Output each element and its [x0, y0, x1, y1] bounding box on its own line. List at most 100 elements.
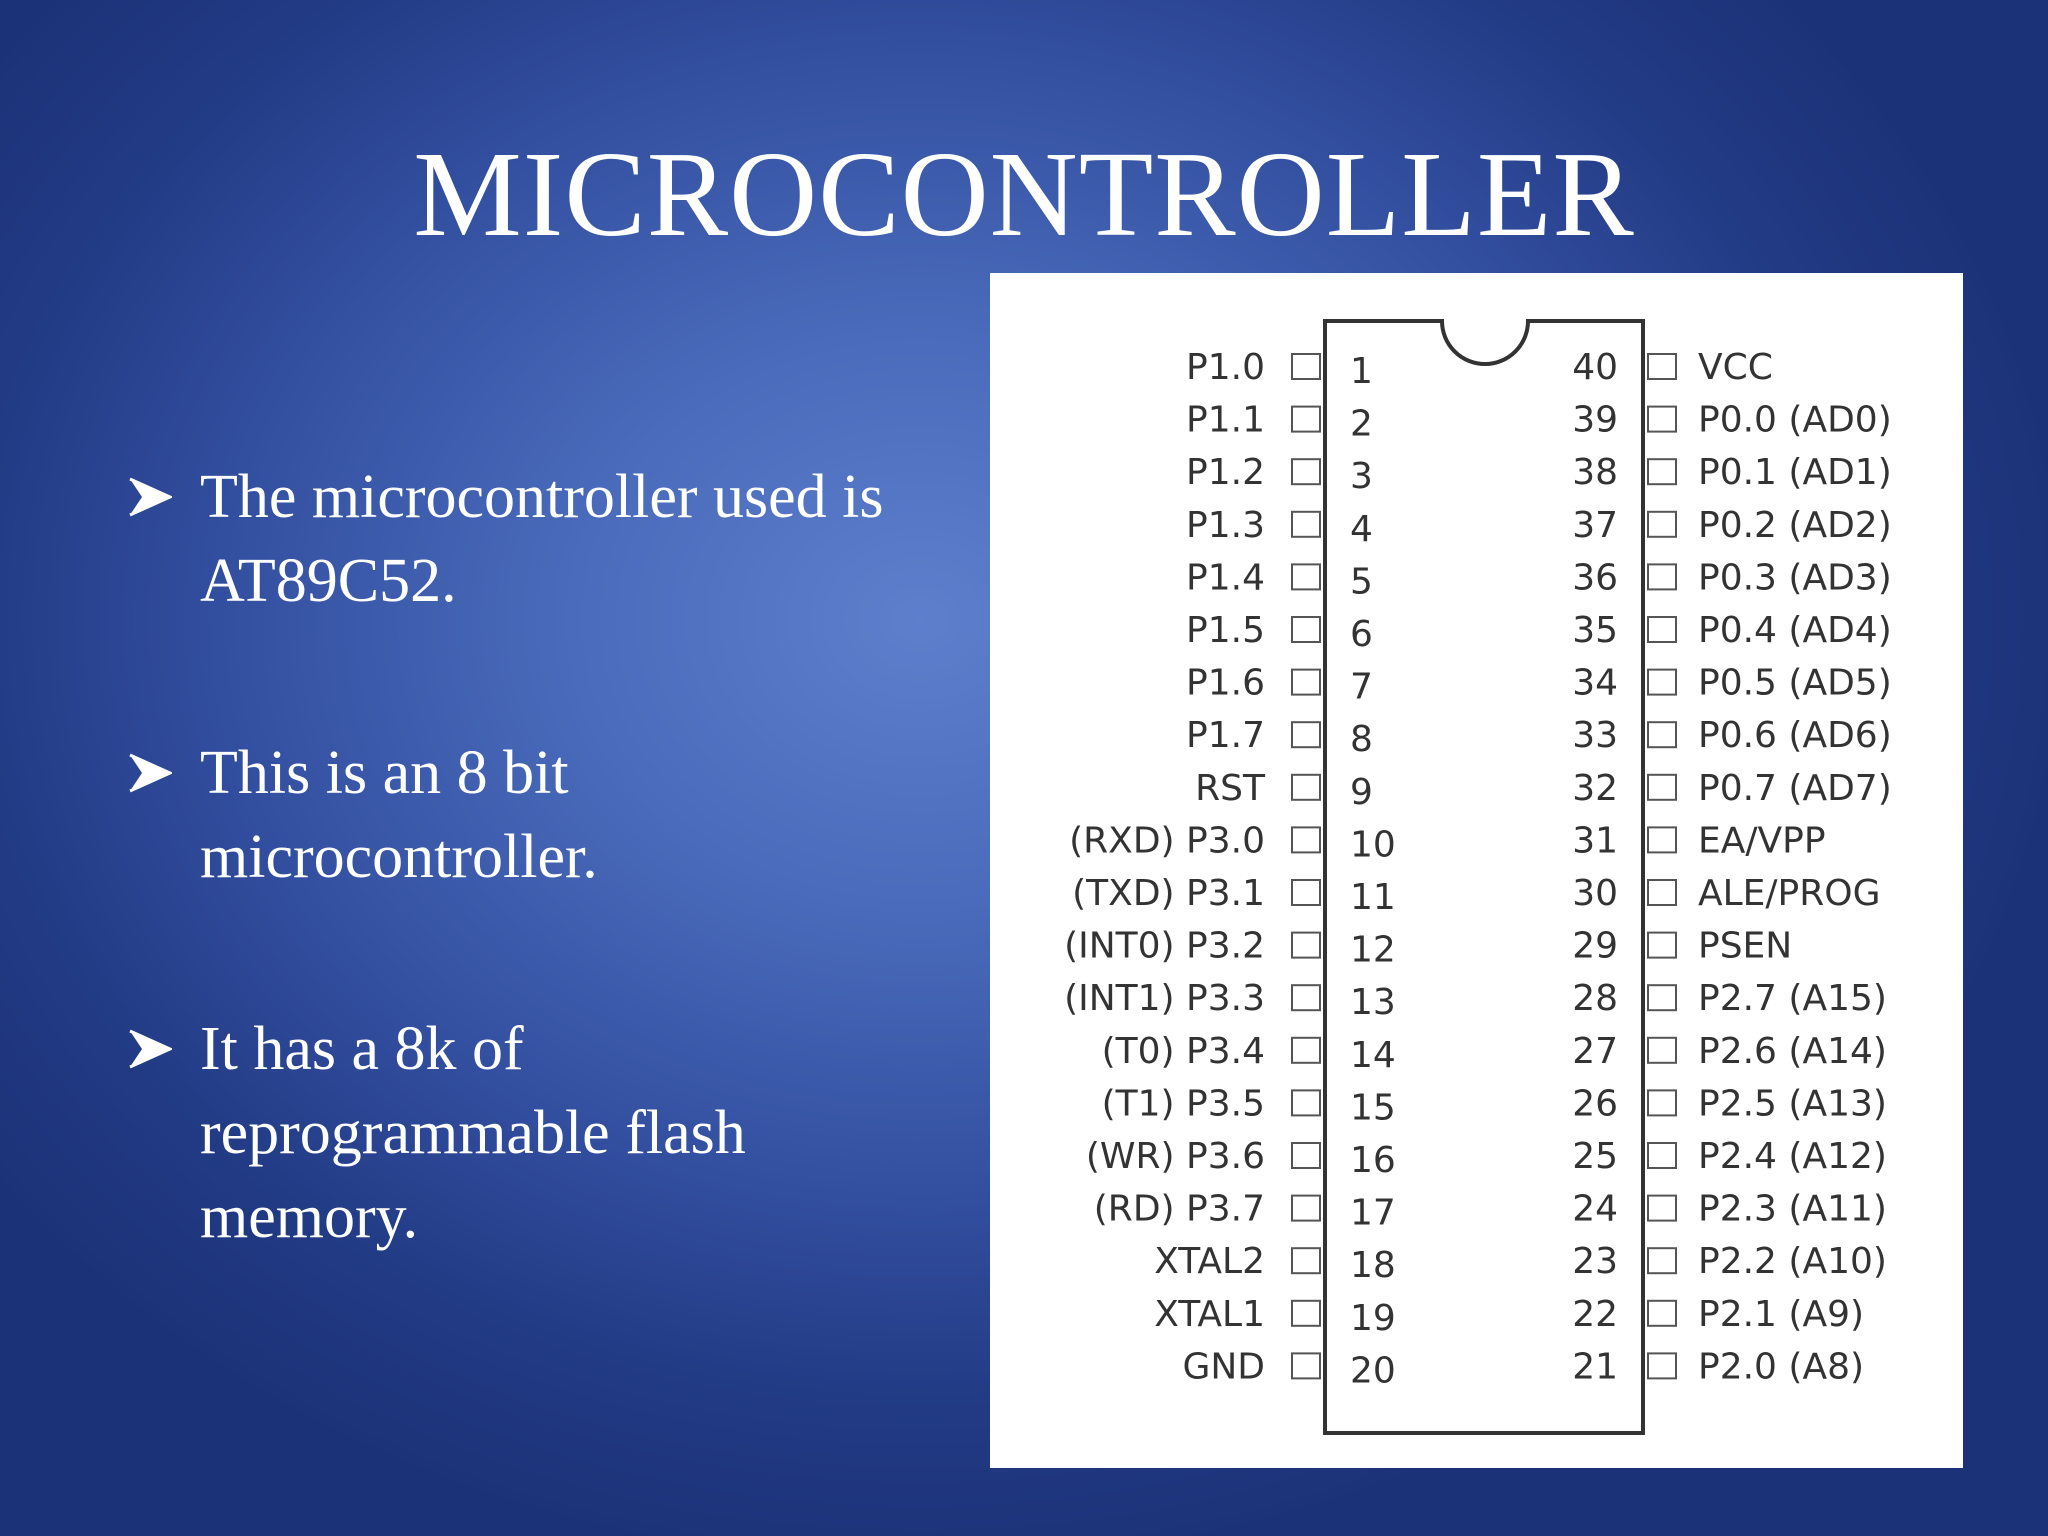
pin-pad-right: [1647, 1142, 1677, 1169]
pin-number-right: 34: [1572, 663, 1618, 704]
pin-number-left: 13: [1350, 982, 1396, 1023]
pin-number-left: 6: [1350, 614, 1373, 655]
chip-body: [1323, 319, 1645, 1435]
pin-pad-right: [1647, 1247, 1677, 1275]
pin-label-right: P0.3 (AD3): [1698, 557, 1892, 598]
pin-number-right: 29: [1572, 926, 1618, 967]
pin-number-left: 3: [1350, 456, 1373, 497]
pin-label-right: P2.2 (A10): [1698, 1241, 1887, 1282]
bullet-list: The microcontroller used is AT89C52. Thi…: [128, 455, 928, 1367]
pin-label-right: P2.4 (A12): [1698, 1136, 1887, 1177]
pin-number-left: 1: [1350, 351, 1373, 392]
pin-pad-left: [1291, 1036, 1321, 1064]
pin-number-left: 15: [1350, 1087, 1396, 1128]
pin-label-left: (INT1) P3.3: [1064, 978, 1265, 1019]
pin-pad-left: [1291, 405, 1321, 433]
pin-pad-right: [1647, 1194, 1677, 1222]
pin-label-right: P0.7 (AD7): [1698, 768, 1892, 809]
pin-number-right: 25: [1572, 1136, 1618, 1177]
pin-number-right: 40: [1572, 347, 1618, 388]
pin-pad-left: [1291, 616, 1321, 643]
pin-label-right: P0.0 (AD0): [1698, 400, 1892, 441]
pin-pad-left: [1291, 458, 1321, 486]
pin-label-left: XTAL2: [1154, 1241, 1265, 1282]
pin-number-right: 39: [1572, 400, 1618, 441]
pin-pad-right: [1647, 616, 1677, 643]
bullet-item: The microcontroller used is AT89C52.: [128, 455, 928, 623]
pin-label-right: P2.0 (A8): [1698, 1346, 1864, 1387]
pin-number-right: 23: [1572, 1241, 1618, 1282]
pin-pad-left: [1291, 773, 1321, 801]
pin-number-right: 21: [1572, 1346, 1618, 1387]
pin-label-left: P1.6: [1186, 663, 1265, 704]
bullet-text: This is an 8 bit microcontroller.: [200, 739, 598, 891]
pin-number-left: 11: [1350, 877, 1396, 918]
pin-label-left: (RD) P3.7: [1094, 1189, 1265, 1230]
pin-pad-left: [1291, 353, 1321, 380]
pin-label-left: (T0) P3.4: [1102, 1031, 1265, 1072]
pin-label-right: P2.6 (A14): [1698, 1031, 1887, 1072]
pin-pad-right: [1647, 879, 1677, 906]
pin-number-right: 27: [1572, 1031, 1618, 1072]
pin-number-left: 14: [1350, 1035, 1396, 1076]
pin-label-right: VCC: [1698, 347, 1773, 388]
pin-pad-right: [1647, 931, 1677, 959]
pin-pad-right: [1647, 668, 1677, 696]
pin-label-right: P0.2 (AD2): [1698, 505, 1892, 546]
pin-label-left: (T1) P3.5: [1102, 1083, 1265, 1124]
pin-number-left: 17: [1350, 1193, 1396, 1234]
pin-label-left: P1.2: [1186, 452, 1265, 493]
pin-label-right: P0.5 (AD5): [1698, 663, 1892, 704]
pin-label-left: (RXD) P3.0: [1069, 820, 1265, 861]
pin-pad-left: [1291, 931, 1321, 959]
pin-pad-left: [1291, 826, 1321, 854]
pin-pad-right: [1647, 1352, 1677, 1380]
pin-label-right: P0.4 (AD4): [1698, 610, 1892, 651]
pin-number-right: 24: [1572, 1189, 1618, 1230]
pin-label-left: RST: [1195, 768, 1266, 809]
bullet-text: The microcontroller used is AT89C52.: [200, 463, 884, 615]
pin-number-right: 38: [1572, 452, 1618, 493]
pin-label-left: P1.1: [1186, 400, 1265, 441]
pin-label-left: P1.0: [1186, 347, 1265, 388]
bullet-text: It has a 8k of reprogrammable flash memo…: [200, 1015, 746, 1251]
pin-label-right: PSEN: [1698, 926, 1792, 967]
pin-number-right: 26: [1572, 1083, 1618, 1124]
pin-pad-left: [1291, 879, 1321, 906]
pin-pad-right: [1647, 563, 1677, 591]
pin-pad-right: [1647, 773, 1677, 801]
pin-number-right: 35: [1572, 610, 1618, 651]
pin-pad-right: [1647, 984, 1677, 1012]
pin-number-left: 9: [1350, 772, 1373, 813]
pin-label-left: GND: [1182, 1346, 1265, 1387]
pin-number-right: 32: [1572, 768, 1618, 809]
pin-pad-left: [1291, 1089, 1321, 1117]
pin-label-right: P2.1 (A9): [1698, 1294, 1864, 1335]
pin-number-left: 19: [1350, 1298, 1396, 1339]
pin-pad-right: [1647, 721, 1677, 749]
pin-label-left: P1.5: [1186, 610, 1265, 651]
pin-number-left: 16: [1350, 1140, 1396, 1181]
pin-label-right: P2.5 (A13): [1698, 1083, 1887, 1124]
pin-pad-left: [1291, 1352, 1321, 1380]
pin-pad-left: [1291, 1142, 1321, 1169]
pin-label-right: P2.7 (A15): [1698, 978, 1887, 1019]
pin-number-left: 5: [1350, 561, 1373, 602]
pin-pad-right: [1647, 1036, 1677, 1064]
pin-pad-left: [1291, 1247, 1321, 1275]
pin-pad-left: [1291, 1299, 1321, 1327]
pin-pad-right: [1647, 1089, 1677, 1117]
pin-label-right: EA/VPP: [1698, 820, 1826, 861]
pin-number-right: 31: [1572, 820, 1618, 861]
pin-pad-left: [1291, 721, 1321, 749]
pin-label-left: P1.4: [1186, 557, 1265, 598]
pin-number-left: 8: [1350, 719, 1373, 760]
pin-number-left: 20: [1350, 1350, 1396, 1391]
pin-pad-right: [1647, 510, 1677, 538]
pin-number-right: 30: [1572, 873, 1618, 914]
pin-number-left: 2: [1350, 404, 1373, 445]
pin-label-left: P1.3: [1186, 505, 1265, 546]
